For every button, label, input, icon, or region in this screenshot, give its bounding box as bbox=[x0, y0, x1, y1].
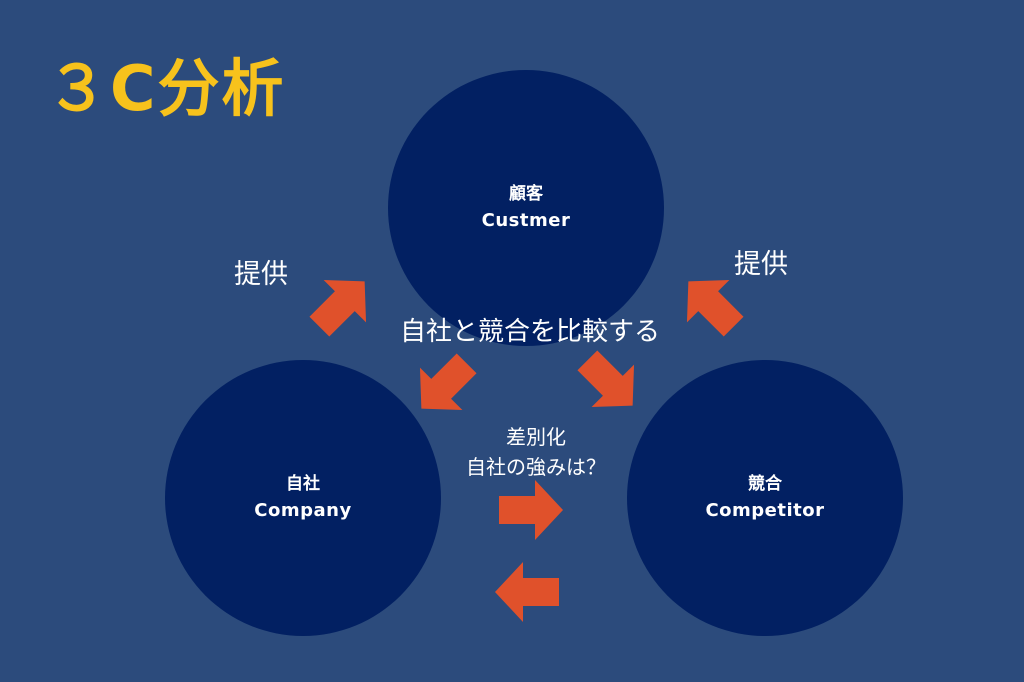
arrow-to-customer-from-company bbox=[309, 279, 367, 337]
arrow-left-center bbox=[495, 562, 559, 622]
competitor-label-en: Competitor bbox=[705, 500, 825, 521]
customer-label-en: Custmer bbox=[481, 210, 571, 231]
competitor-circle: 競合 Competitor bbox=[627, 360, 903, 636]
differentiation-label: 差別化 bbox=[506, 425, 566, 449]
company-circle: 自社 Company bbox=[165, 360, 441, 636]
arrow-right-center bbox=[499, 480, 563, 540]
arrow-to-customer-from-competitor bbox=[686, 279, 744, 337]
arrow-to-competitor-from-customer bbox=[577, 350, 635, 408]
differentiation-text: 差別化 自社の強みは？ bbox=[448, 422, 624, 482]
compare-label: 自社と競合を比較する bbox=[400, 317, 661, 347]
company-label-en: Company bbox=[254, 500, 352, 521]
page-title: ３C分析 bbox=[46, 52, 286, 125]
provide-label-right: 提供 bbox=[734, 249, 788, 280]
arrow-to-company-from-customer bbox=[419, 353, 477, 411]
customer-label-jp: 顧客 bbox=[509, 184, 543, 204]
company-label-jp: 自社 bbox=[286, 474, 320, 494]
provide-label-left: 提供 bbox=[234, 259, 288, 290]
strengths-label: 自社の強みは？ bbox=[466, 455, 606, 479]
customer-circle: 顧客 Custmer bbox=[388, 70, 664, 346]
competitor-label-jp: 競合 bbox=[748, 474, 782, 494]
